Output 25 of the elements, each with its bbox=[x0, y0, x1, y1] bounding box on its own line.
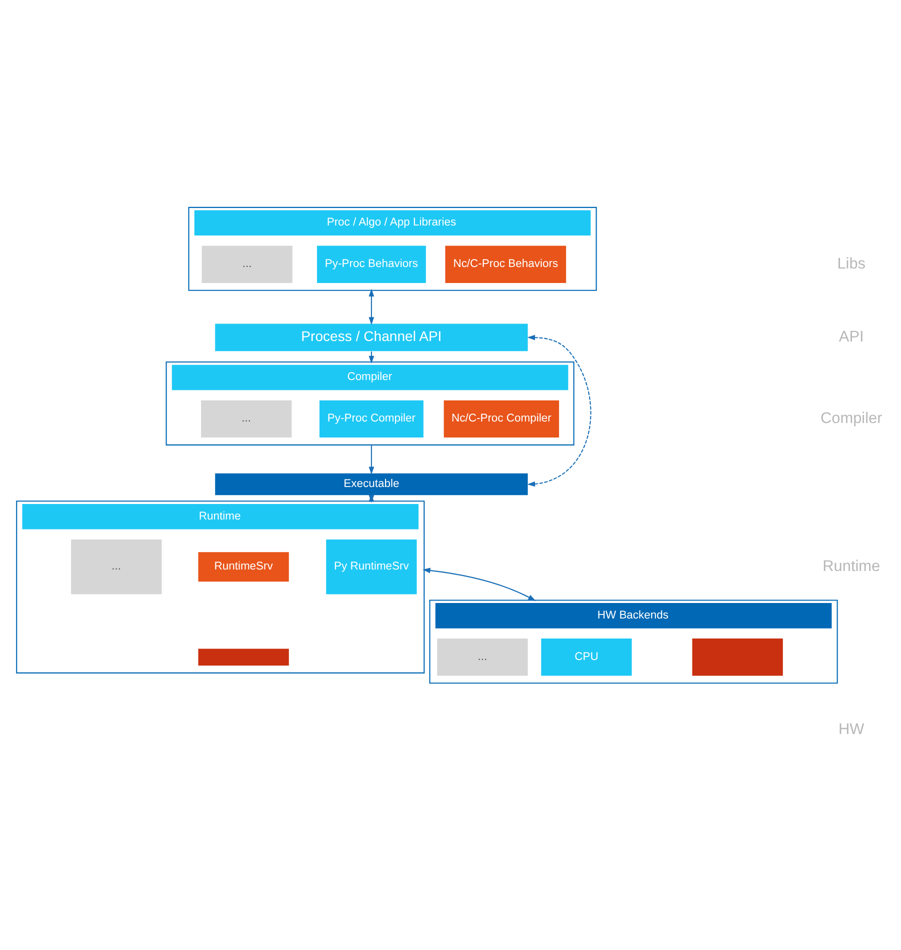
label: Compiler bbox=[820, 409, 882, 426]
node-box: ... bbox=[436, 637, 528, 676]
node-box: CPU bbox=[540, 637, 632, 676]
node-box: ... bbox=[201, 244, 294, 284]
node-box: ... bbox=[200, 399, 292, 438]
node-box: RuntimeSrv bbox=[198, 550, 290, 582]
node-box: Nc/C-Proc Compiler bbox=[443, 399, 560, 438]
arrow bbox=[368, 288, 374, 324]
node-box bbox=[198, 648, 290, 666]
arrow bbox=[422, 567, 536, 600]
label: Libs bbox=[837, 254, 866, 272]
node-box: Executable bbox=[214, 472, 528, 496]
node-box: Py-Proc Behaviors bbox=[316, 244, 427, 284]
arrow bbox=[527, 334, 592, 486]
node-box: Nc/C-Proc Behaviors bbox=[444, 244, 567, 284]
arrow bbox=[368, 444, 374, 474]
node-box: ... bbox=[70, 538, 162, 594]
node-box: Py-Proc Compiler bbox=[318, 399, 424, 438]
node-box: Process / Channel API bbox=[214, 322, 528, 352]
node-box: Py RuntimeSrv bbox=[325, 538, 418, 594]
label: API bbox=[838, 328, 864, 345]
node-box bbox=[692, 637, 784, 676]
label: HW bbox=[838, 720, 864, 738]
arrow bbox=[368, 351, 374, 364]
label: Runtime bbox=[822, 557, 880, 574]
